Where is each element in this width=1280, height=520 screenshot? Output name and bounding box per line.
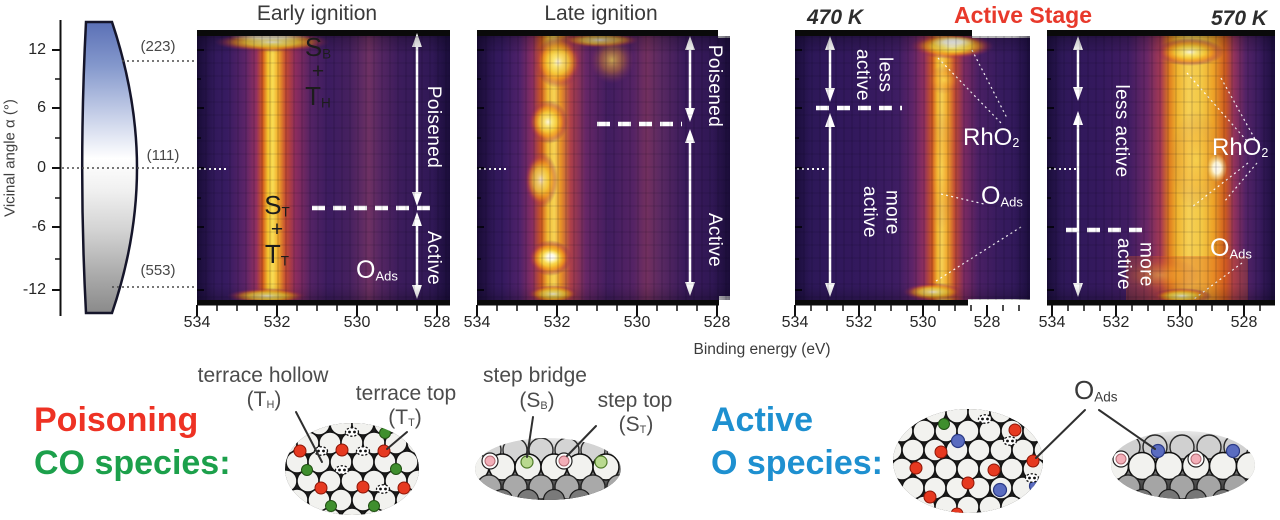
site-terrace-top-symbol: (TT) [388, 406, 422, 429]
site-terrace-hollow-label: terrace hollow [197, 364, 329, 387]
species-st-tt-label: ST + TT [264, 190, 290, 270]
region-less-active-p4: less active [1111, 84, 1133, 178]
poisoning-label: Poisoning [34, 401, 199, 439]
white-patches [718, 29, 1032, 317]
x-axis-ticks [196, 305, 1261, 316]
active-label: Active [711, 401, 814, 439]
xtick: 530 [1166, 314, 1194, 331]
oads-label-p4: OAds [1210, 234, 1252, 262]
co-species-label: CO species: [34, 444, 231, 482]
region-poisened-p1: Poisened [423, 85, 445, 169]
panel-frames [197, 30, 1275, 306]
site-step-bridge-label: step bridge [483, 364, 587, 387]
x-axis-label: Binding energy (eV) [693, 341, 831, 358]
xtick: 532 [543, 314, 571, 331]
heatmap-panel-late-ignition [477, 32, 730, 303]
region-active-p1: Active [423, 230, 445, 286]
o-species-label: O species: [711, 444, 883, 482]
y-tick-m12: -12 [22, 281, 46, 298]
site-pointer-lines [295, 409, 1156, 463]
plane-label-553: (553) [140, 262, 176, 279]
region-more-active-p3: more active [859, 185, 903, 239]
xtick: 528 [423, 314, 451, 331]
y-tick-0: 0 [37, 159, 46, 176]
site-step-bridge-symbol: (SB) [519, 389, 555, 412]
y-axis [52, 20, 62, 316]
site-terrace-hollow-symbol: (TH) [246, 388, 282, 411]
oads-label-p1: OAds [356, 256, 398, 284]
xtick: 534 [1038, 314, 1066, 331]
xtick: 530 [909, 314, 937, 331]
site-terrace-top-label: terrace top [355, 382, 457, 405]
region-poisened-p2: Poisened [704, 44, 726, 128]
y-tick-m6: -6 [31, 218, 46, 235]
y-tick-12: 12 [28, 41, 46, 58]
region-more-active-p4: more active [1113, 237, 1157, 291]
xtick: 528 [703, 314, 731, 331]
crystal-profile-lens [81, 20, 139, 315]
plane-label-223: (223) [140, 38, 176, 55]
site-step-top-symbol: (ST) [618, 413, 654, 436]
terrace-active-diagram [893, 409, 1043, 513]
panel-title-late-ignition: Late ignition [544, 2, 658, 25]
panel-title-470k: 470 K [806, 6, 864, 29]
xtick: 530 [623, 314, 651, 331]
panel-title-early-ignition: Early ignition [256, 2, 378, 25]
xtick: 532 [1102, 314, 1130, 331]
oads-label-p3: OAds [981, 182, 1023, 210]
site-step-top-label: step top [597, 389, 673, 412]
region-less-active-p3: less active [852, 48, 896, 102]
plane-label-111: (111) [146, 147, 180, 164]
xtick: 528 [1230, 314, 1258, 331]
xtick: 532 [845, 314, 873, 331]
xtick: 532 [263, 314, 291, 331]
active-stage-label: Active Stage [953, 2, 1093, 28]
oads-legend-label: OAds [1074, 375, 1118, 405]
xtick: 534 [781, 314, 809, 331]
step-active-diagram [1111, 431, 1255, 499]
terrace-poisoned-diagram [285, 423, 419, 515]
rho2-label-p4: RhO2 [1212, 134, 1269, 161]
rho2-label-p3: RhO2 [963, 124, 1020, 151]
y-tick-6: 6 [37, 99, 46, 116]
xtick: 534 [463, 314, 491, 331]
region-active-p2: Active [704, 212, 726, 268]
xtick: 530 [343, 314, 371, 331]
species-sb-th-label: SB + TH [304, 32, 332, 112]
xtick: 528 [973, 314, 1001, 331]
plane-guide-lines [62, 60, 197, 288]
panel-title-570k: 570 K [1210, 7, 1268, 30]
xtick: 534 [183, 314, 211, 331]
step-poisoned-diagram [475, 438, 621, 500]
